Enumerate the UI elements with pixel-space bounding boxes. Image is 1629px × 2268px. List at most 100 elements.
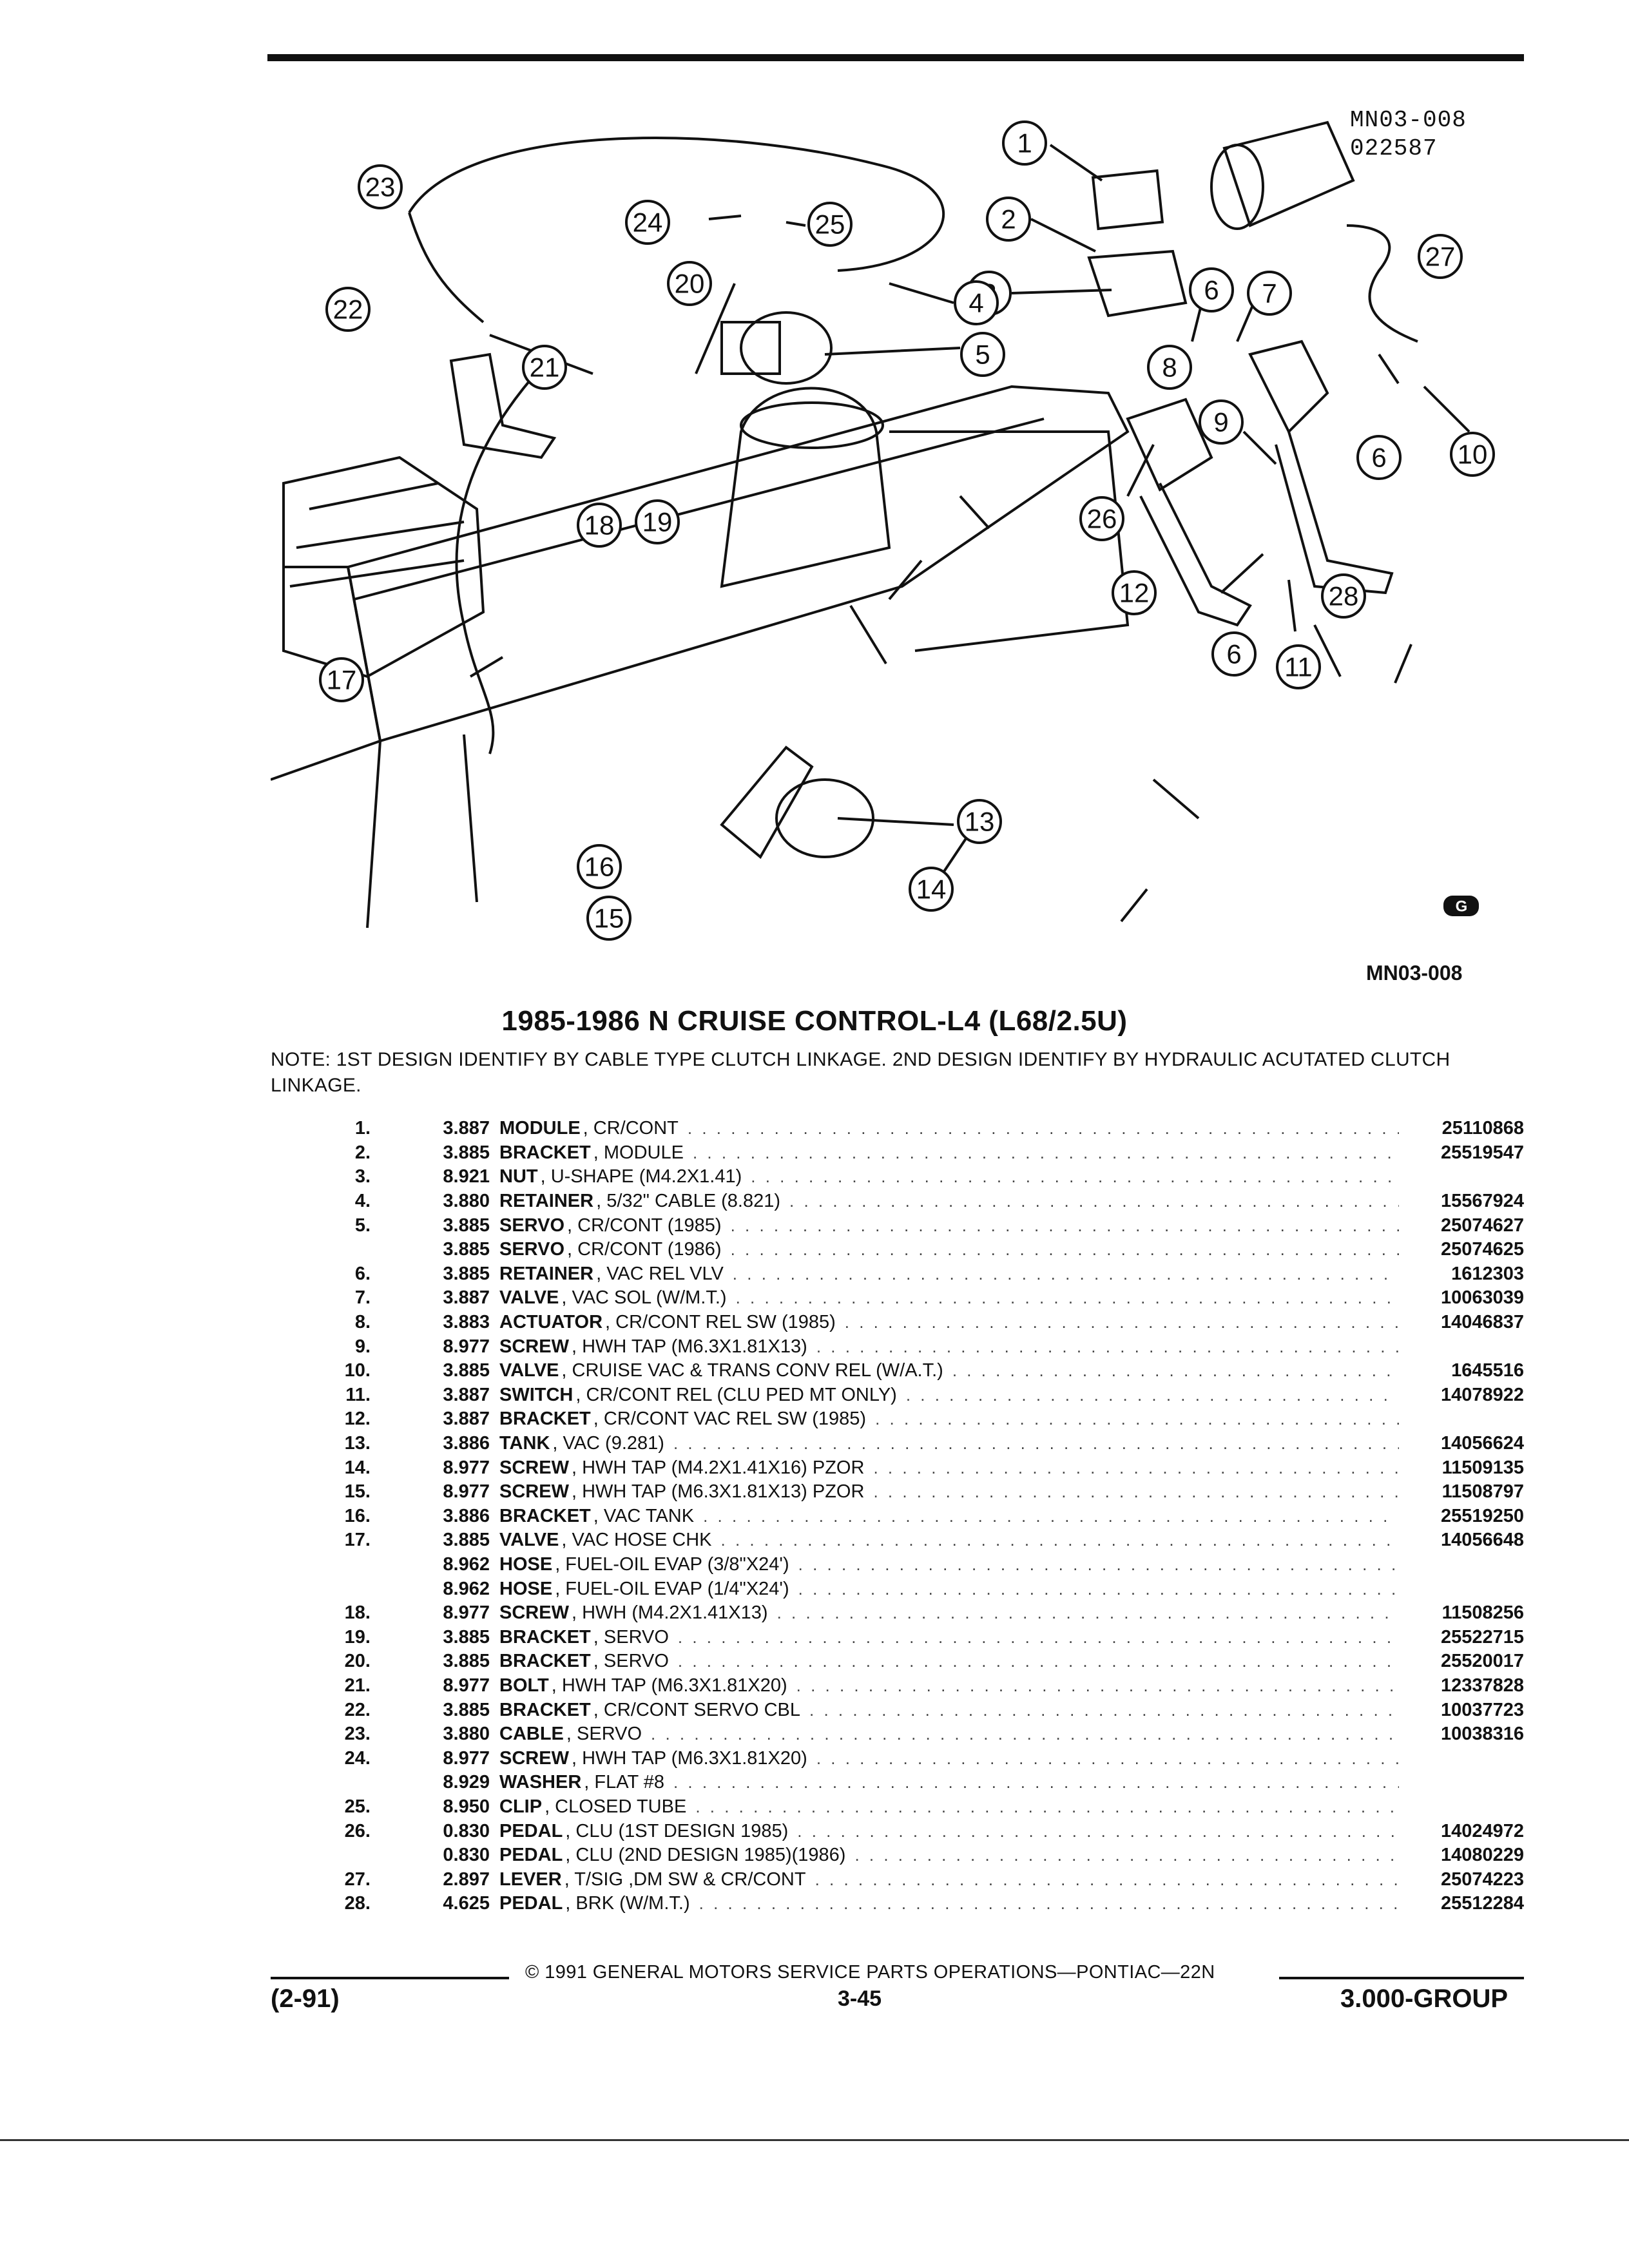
- svg-text:G: G: [1456, 898, 1468, 916]
- part-description: , CLU (2ND DESIGN 1985)(1986): [565, 1845, 846, 1866]
- svg-text:15: 15: [594, 903, 624, 934]
- leader-dots: [695, 1797, 1399, 1817]
- part-number-index: 21.: [344, 1675, 371, 1696]
- callout-10: 10: [1450, 432, 1495, 477]
- part-name: BRACKET: [499, 1699, 591, 1720]
- callout-15: 15: [586, 896, 631, 941]
- part-number: 11508256: [1441, 1602, 1524, 1624]
- part-number-index: 24.: [344, 1747, 371, 1769]
- leader-dots: [736, 1288, 1399, 1308]
- part-group-code: 3.886: [443, 1505, 490, 1526]
- gm-logo-icon: G: [1443, 896, 1479, 916]
- group-label: 3.000-GROUP: [1340, 1984, 1509, 2013]
- part-description: , 5/32" CABLE (8.821): [596, 1191, 781, 1212]
- part-number-index: 20.: [344, 1651, 371, 1672]
- svg-text:12: 12: [1119, 578, 1150, 608]
- svg-text:2: 2: [1001, 204, 1016, 235]
- callout-20: 20: [667, 261, 712, 306]
- part-description: , MODULE: [593, 1142, 684, 1163]
- part-group-code: 3.886: [443, 1433, 490, 1454]
- part-number: 25520017: [1440, 1651, 1524, 1672]
- part-name: SCREW: [499, 1481, 569, 1503]
- part-description: , SERVO: [593, 1626, 669, 1648]
- leader-dots: [816, 1749, 1399, 1769]
- part-name: SERVO: [499, 1215, 565, 1236]
- svg-text:18: 18: [584, 510, 615, 541]
- leader-dots: [873, 1482, 1399, 1502]
- svg-text:19: 19: [642, 507, 673, 537]
- callout-27: 27: [1418, 234, 1463, 279]
- part-group-code: 3.885: [443, 1651, 490, 1672]
- callout-12: 12: [1112, 570, 1157, 615]
- callout-6b: 6: [1356, 435, 1402, 480]
- svg-text:14: 14: [916, 874, 947, 905]
- part-number-index: 14.: [344, 1457, 371, 1478]
- leader-dots: [703, 1506, 1399, 1526]
- leader-dots: [721, 1530, 1399, 1550]
- part-group-code: 3.885: [443, 1530, 490, 1551]
- revision-date: (2-91): [271, 1984, 340, 2013]
- svg-text:10: 10: [1458, 439, 1488, 470]
- leader-dots: [673, 1773, 1399, 1792]
- part-number: 11509135: [1441, 1457, 1524, 1478]
- part-description: , CR/CONT SERVO CBL: [593, 1699, 801, 1720]
- part-group-code: 3.885: [443, 1263, 490, 1284]
- part-description: , FLAT #8: [584, 1772, 664, 1793]
- part-group-code: 2.897: [443, 1869, 490, 1890]
- callout-21: 21: [522, 345, 567, 390]
- callout-6a: 6: [1189, 267, 1234, 312]
- part-description: , HWH (M4.2X1.41X13): [571, 1602, 768, 1624]
- svg-text:25: 25: [815, 209, 845, 240]
- design-note: NOTE: 1ST DESIGN IDENTIFY BY CABLE TYPE …: [271, 1049, 1451, 1096]
- part-name: PEDAL: [499, 1820, 563, 1841]
- part-description: , VAC (9.281): [552, 1433, 664, 1454]
- part-description: , U-SHAPE (M4.2X1.41): [540, 1166, 742, 1187]
- leader-dots: [731, 1240, 1399, 1260]
- part-group-code: 3.887: [443, 1384, 490, 1405]
- svg-text:6: 6: [1226, 639, 1241, 669]
- part-name: BRACKET: [499, 1408, 591, 1430]
- part-description: , HWH TAP (M4.2X1.41X16) PZOR: [571, 1457, 865, 1478]
- part-name: BRACKET: [499, 1626, 591, 1648]
- part-number: 11508797: [1441, 1481, 1524, 1503]
- exploded-parts-diagram: 1 2 3 4 5 6 7 8 9 10 6 11 12 6 13 14 15 …: [271, 120, 1495, 941]
- part-description: , CRUISE VAC & TRANS CONV REL (W/A.T.): [561, 1360, 943, 1381]
- part-group-code: 8.977: [443, 1457, 490, 1478]
- part-number-index: 26.: [344, 1820, 371, 1841]
- part-description: , CLOSED TUBE: [545, 1796, 687, 1817]
- leader-dots: [798, 1555, 1399, 1575]
- part-group-code: 8.962: [443, 1553, 490, 1575]
- part-name: SERVO: [499, 1239, 565, 1260]
- svg-text:6: 6: [1204, 275, 1219, 305]
- callout-9: 9: [1199, 399, 1244, 445]
- part-group-code: 8.921: [443, 1166, 490, 1187]
- svg-text:7: 7: [1262, 278, 1277, 309]
- part-description: , CR/CONT: [583, 1118, 679, 1139]
- part-name: VALVE: [499, 1530, 559, 1551]
- part-number-index: 13.: [344, 1433, 371, 1454]
- callout-4: 4: [954, 280, 999, 325]
- part-number: 10038316: [1440, 1724, 1524, 1745]
- svg-text:23: 23: [365, 172, 396, 202]
- top-rule: [267, 54, 1524, 61]
- part-number: 25512284: [1440, 1893, 1524, 1914]
- part-description: , CR/CONT VAC REL SW (1985): [593, 1408, 867, 1430]
- part-number: 12337828: [1440, 1675, 1524, 1696]
- page-number: 3-45: [838, 1986, 882, 2011]
- part-name: SWITCH: [499, 1384, 574, 1405]
- part-group-code: 3.883: [443, 1312, 490, 1333]
- part-number-index: 9.: [354, 1336, 371, 1357]
- leader-dots: [789, 1191, 1399, 1211]
